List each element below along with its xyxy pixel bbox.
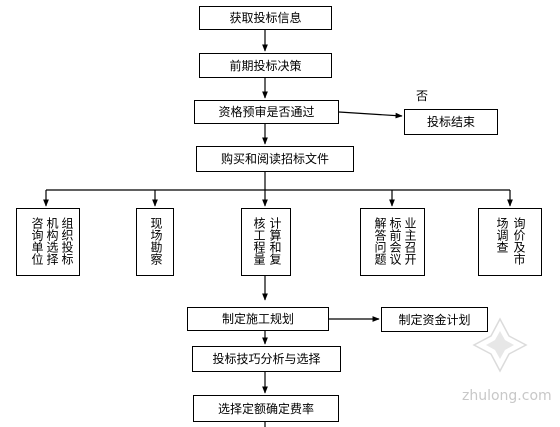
step-fund-plan: 制定资金计划 — [381, 307, 488, 332]
step-buy-read-tender-docs: 购买和阅读招标文件 — [196, 146, 354, 172]
task-2-col-1: 现场勘察 — [149, 217, 163, 265]
watermark-logo-icon — [472, 317, 528, 373]
step-pre-bid-decision: 前期投标决策 — [199, 53, 332, 78]
task-verify-quantities: 核工程量 计算和复 — [241, 208, 291, 276]
step-get-bid-info: 获取投标信息 — [199, 6, 332, 30]
step-construction-planning: 制定施工规划 — [187, 307, 329, 331]
arrow-step3-end — [338, 111, 403, 119]
task-market-price-inquiry: 场调查 询价及市 — [478, 208, 542, 276]
task-4-col-1: 解答问题 — [373, 217, 387, 265]
task-1-col-2: 机构选择 — [45, 217, 59, 265]
branch-no-label: 否 — [416, 89, 429, 103]
task-site-survey: 现场勘察 — [136, 208, 174, 276]
task-3-col-2: 计算和复 — [268, 217, 282, 265]
step-bid-end: 投标结束 — [404, 109, 498, 135]
task-1-col-3: 组织投标 — [60, 217, 74, 265]
task-5-col-2: 询价及市 — [512, 217, 526, 265]
step-select-quota-rate: 选择定额确定费率 — [193, 395, 339, 422]
task-4-col-3: 业主召开 — [403, 217, 417, 265]
task-5-col-1: 场调查 — [495, 217, 509, 253]
watermark-text: zhulong.com — [462, 388, 552, 404]
task-1-col-1: 咨询单位 — [30, 217, 44, 265]
task-4-col-2: 标前会议 — [388, 217, 402, 265]
task-3-col-1: 核工程量 — [252, 217, 266, 265]
task-pre-bid-meeting: 解答问题 标前会议 业主召开 — [360, 208, 425, 276]
task-organize-bid-consultants: 咨询单位 机构选择 组织投标 — [16, 208, 80, 276]
step-bidding-skill-analysis: 投标技巧分析与选择 — [192, 346, 341, 372]
step-prequalification-check: 资格预审是否通过 — [194, 100, 339, 124]
